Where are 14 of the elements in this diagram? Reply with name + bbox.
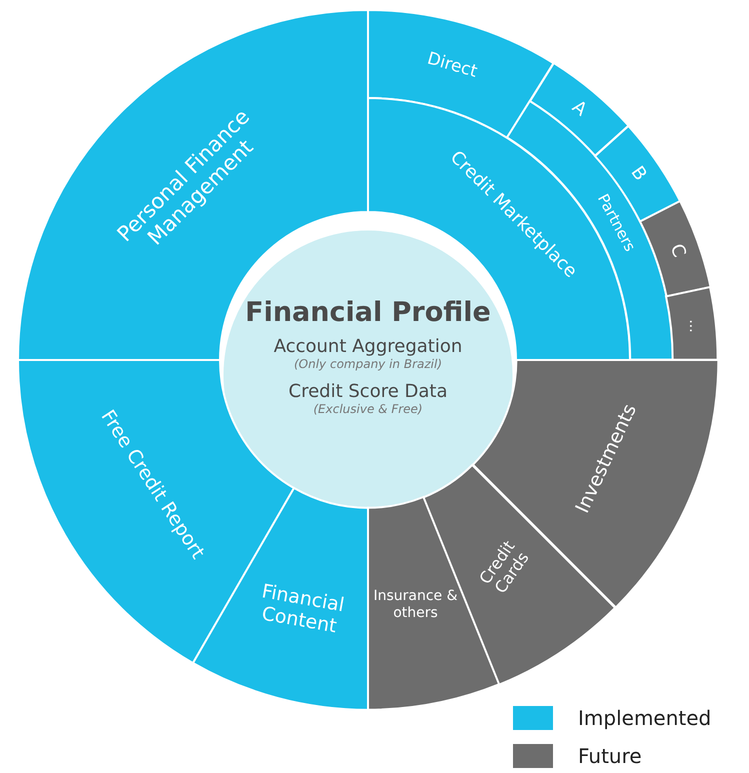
subheading: Credit Score Data bbox=[288, 381, 448, 402]
segment-label: ... bbox=[686, 318, 702, 334]
segment-label: C bbox=[664, 240, 690, 262]
legend-label: Implemented bbox=[578, 706, 712, 730]
legend-label: Future bbox=[578, 744, 642, 768]
segment-label: Financial Content bbox=[259, 580, 347, 640]
note: (Only company in Brazil) bbox=[294, 357, 442, 371]
segment-label: Direct bbox=[424, 47, 481, 84]
segment-label: B bbox=[625, 162, 652, 188]
segment-label: Insurance & others bbox=[372, 588, 459, 620]
subheading: Account Aggregation bbox=[274, 336, 462, 357]
segment-label: A bbox=[566, 95, 592, 122]
note: (Exclusive & Free) bbox=[313, 402, 423, 416]
heading: Financial Profile bbox=[245, 297, 491, 328]
